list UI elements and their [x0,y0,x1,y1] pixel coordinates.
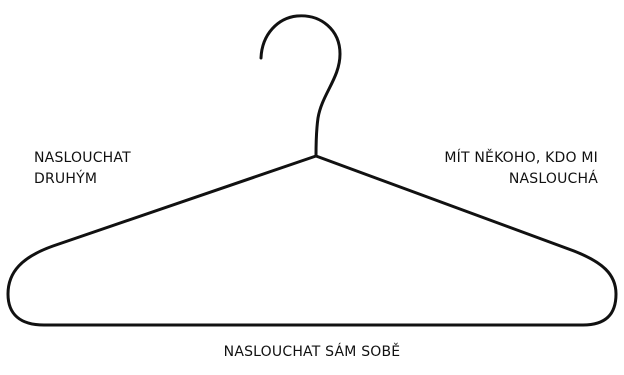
hanger-hook [259,14,342,158]
label-left-line-2: DRUHÝM [34,171,98,187]
label-right-line-2: NASLOUCHÁ [508,171,598,187]
label-right-line-1: MÍT NĚKOHO, KDO MI [444,150,598,166]
label-listen-to-yourself: NASLOUCHAT SÁM SOBĚ [223,344,401,360]
label-have-someone-listen: MÍT NĚKOHO, KDO MI NASLOUCHÁ [444,148,598,190]
label-listen-to-others: NASLOUCHAT DRUHÝM [34,148,131,190]
hanger-body [6,154,618,327]
label-left-line-1: NASLOUCHAT [34,150,131,166]
